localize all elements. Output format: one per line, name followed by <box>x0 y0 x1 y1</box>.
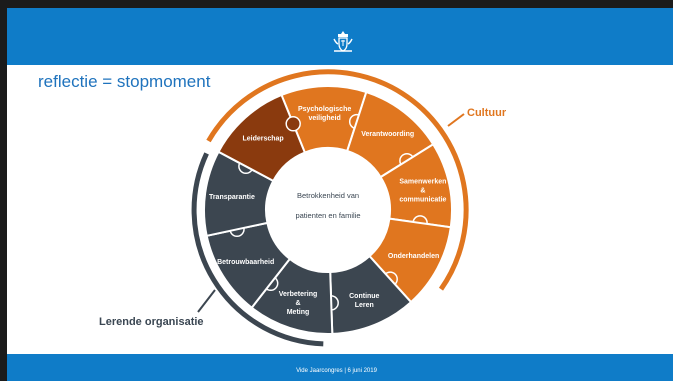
segment-label: Onderhandelen <box>388 253 439 260</box>
lerende-organisatie-arc <box>191 152 324 347</box>
lerende-leader <box>197 289 216 313</box>
header-divider <box>7 65 673 67</box>
cultuur-label: Cultuur <box>467 107 507 119</box>
segment-label: Verantwoording <box>361 131 414 138</box>
cultuur-arc <box>206 69 469 291</box>
segment-label: Samenwerken&communicatie <box>399 178 446 203</box>
segment-label: Transparantie <box>209 194 255 201</box>
center-circle <box>268 150 388 270</box>
puzzle-segment <box>217 93 307 183</box>
puzzle-knob <box>285 116 301 132</box>
cultuur-leader <box>447 113 465 127</box>
footer-band <box>7 354 673 381</box>
segment-label: Betrouwbaarheid <box>217 259 274 266</box>
frame-left-border <box>0 0 7 381</box>
lerende-organisatie-label: Lerende organisatie <box>99 316 204 328</box>
royal-coat-of-arms-icon <box>333 31 353 52</box>
segment-label: Verbetering&Meting <box>279 291 318 316</box>
segment-label: Leiderschap <box>242 135 283 142</box>
footer-text: Vide Jaarcongres | 6 juni 2019 <box>296 368 377 374</box>
slide-title: reflectie = stopmoment <box>38 72 211 91</box>
frame-top-border <box>0 0 673 8</box>
